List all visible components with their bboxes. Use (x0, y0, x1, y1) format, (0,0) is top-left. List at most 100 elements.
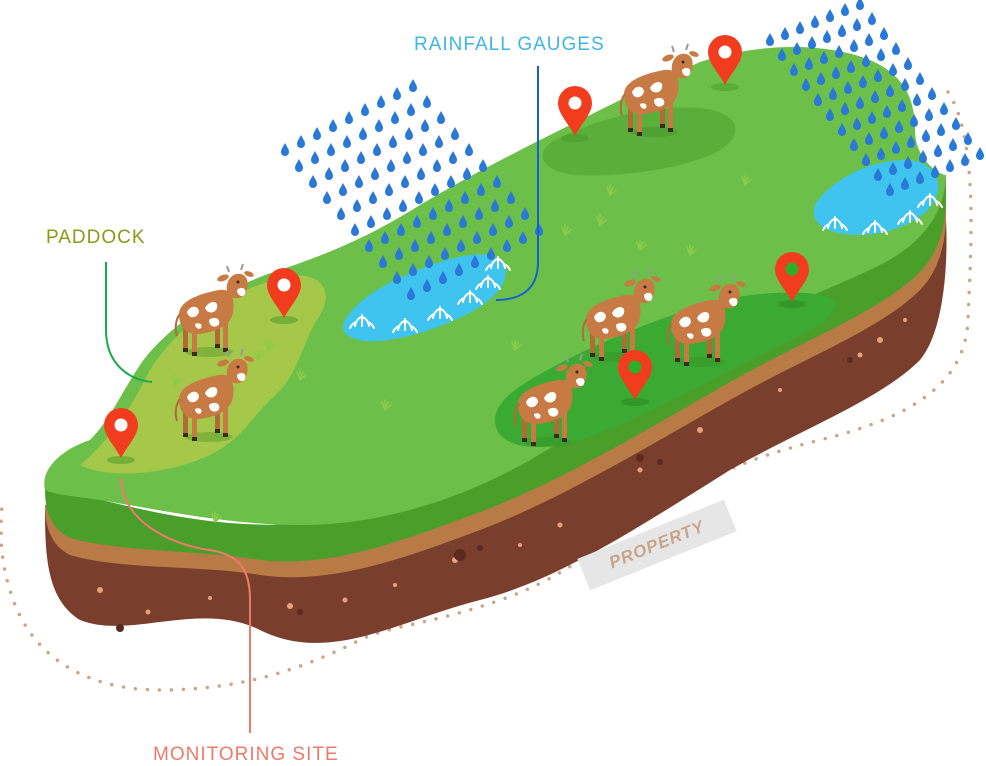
rain-drop-icon (853, 18, 861, 31)
rain-drop-icon (323, 191, 331, 204)
rain-drop-icon (946, 159, 954, 172)
rain-drop-icon (880, 27, 888, 40)
rain-drop-icon (952, 117, 960, 130)
rain-drop-icon (325, 167, 333, 180)
rain-drop-icon (417, 167, 425, 180)
rain-drop-icon (940, 102, 948, 115)
rain-drop-icon (937, 123, 945, 136)
rain-drop-icon (811, 15, 819, 28)
rain-drop-icon (463, 167, 471, 180)
rain-drop-icon (433, 159, 441, 172)
rainfall-gauges-label: RAINFALL GAUGES (414, 34, 605, 55)
rain-drop-icon (399, 199, 407, 212)
rain-drop-icon (835, 45, 843, 58)
rain-drop-icon (281, 143, 289, 156)
rain-drop-icon (916, 72, 924, 85)
rain-drop-icon (359, 127, 367, 140)
rain-drop-icon (387, 159, 395, 172)
rain-drop-icon (931, 165, 939, 178)
rain-drop-icon (409, 79, 417, 92)
property-boundary (0, 90, 973, 692)
rain-drop-icon (479, 159, 487, 172)
rain-drop-icon (808, 36, 816, 49)
rain-drop-icon (383, 207, 391, 220)
rain-drop-icon (389, 135, 397, 148)
rain-drop-icon (919, 150, 927, 163)
rain-drop-icon (421, 119, 429, 132)
rain-drop-icon (423, 95, 431, 108)
rain-drop-icon (435, 135, 443, 148)
rain-drop-icon (401, 175, 409, 188)
rain-drop-icon (781, 27, 789, 40)
grass-edge (45, 175, 946, 562)
rainfall-gauges-leader (495, 66, 539, 301)
rain-drop-icon (339, 183, 347, 196)
rain-drop-icon (353, 199, 361, 212)
rain-drop-icon (437, 111, 445, 124)
rain-drop-icon (391, 111, 399, 124)
grazing-patch (542, 107, 736, 176)
monitoring-site-label: MONITORING SITE (153, 744, 339, 765)
rain-drop-icon (841, 3, 849, 16)
rain-drop-icon (385, 183, 393, 196)
rain-drop-icon (823, 30, 831, 43)
paddock-leader (105, 262, 153, 383)
paddock-area-dark (495, 292, 836, 448)
rain-drop-icon (337, 207, 345, 220)
rain-drop-icon (928, 87, 936, 100)
rain-drop-icon (357, 151, 365, 164)
rain-drop-icon (419, 143, 427, 156)
rain-drop-icon (465, 143, 473, 156)
rain-drop-icon (934, 144, 942, 157)
rain-drop-icon (415, 191, 423, 204)
rain-drop-icon (826, 9, 834, 22)
rain-drop-icon (838, 24, 846, 37)
rain-drop-icon (373, 143, 381, 156)
rain-drop-icon (961, 153, 969, 166)
rain-drop-icon (343, 135, 351, 148)
rain-drop-icon (925, 108, 933, 121)
rain-drop-icon (449, 151, 457, 164)
rain-drop-icon (405, 127, 413, 140)
rain-drop-icon (431, 183, 439, 196)
rain-drop-icon (964, 132, 972, 145)
rain-drop-icon (295, 159, 303, 172)
rain-drop-icon (355, 175, 363, 188)
property-badge (577, 499, 737, 591)
rain-drop-icon (892, 42, 900, 55)
rain-drop-icon (862, 54, 870, 67)
rain-drop-icon (850, 39, 858, 52)
rain-drop-icon (371, 167, 379, 180)
rain-drop-icon (865, 33, 873, 46)
rain-drop-icon (345, 111, 353, 124)
rain-drop-icon (913, 93, 921, 106)
rain-drop-icon (904, 57, 912, 70)
paddock-area (80, 275, 326, 474)
rain-drop-icon (329, 119, 337, 132)
rain-drop-icon (393, 87, 401, 100)
rain-drop-icon (447, 175, 455, 188)
soil-stones (116, 357, 853, 632)
rain-drop-icon (877, 48, 885, 61)
rain-drop-icon (901, 78, 909, 91)
rain-drop-icon (309, 175, 317, 188)
rain-drop-icon (868, 12, 876, 25)
rain-drop-icon (889, 63, 897, 76)
rain-drop-icon (311, 151, 319, 164)
rain-drop-icon (796, 21, 804, 34)
rain-drop-icon (375, 119, 383, 132)
rain-drop-icon (377, 95, 385, 108)
water-pond-left (343, 254, 506, 342)
rain-drop-icon (793, 42, 801, 55)
rain-drop-icon (407, 103, 415, 116)
rain-drop-icon (922, 129, 930, 142)
paddock-label: PADDOCK (46, 227, 146, 248)
rain-drop-icon (949, 138, 957, 151)
rain-drop-icon (369, 191, 377, 204)
rain-drop-icon (976, 147, 984, 160)
rain-drop-icon (341, 159, 349, 172)
monitoring-site-leader (120, 477, 251, 733)
subsoil-layer (45, 180, 947, 643)
rain-drop-icon (313, 127, 321, 140)
